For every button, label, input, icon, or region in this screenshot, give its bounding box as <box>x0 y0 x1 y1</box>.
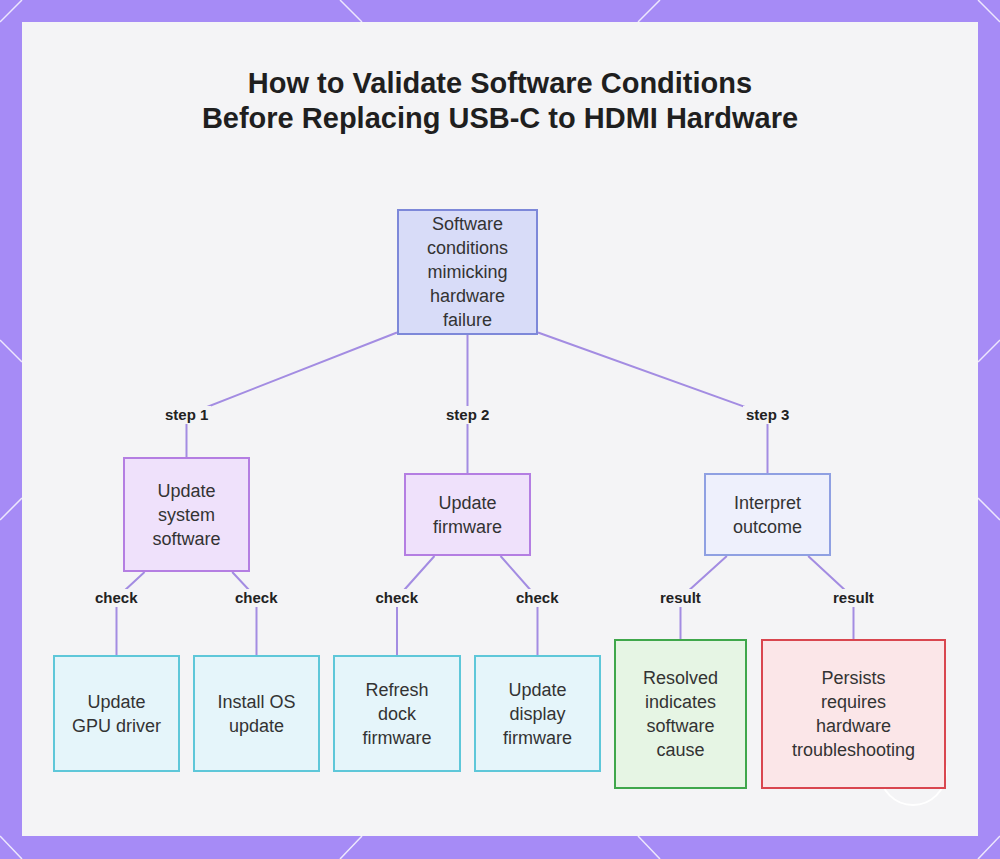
result-box: Persists requires hardware troubleshooti… <box>761 639 946 789</box>
node-text: Refresh dock firmware <box>346 678 448 750</box>
node-text: Update display firmware <box>487 678 588 750</box>
root-box: Software conditions mimicking hardware f… <box>397 209 538 335</box>
node-text: Update GPU driver <box>66 690 167 738</box>
edge-label: check <box>373 589 422 607</box>
connector-line <box>538 332 768 473</box>
connector-line <box>117 572 145 655</box>
step-box: Interpret outcome <box>704 473 831 556</box>
result-box: Resolved indicates software cause <box>614 639 747 789</box>
step-box: Update firmware <box>404 473 531 556</box>
check-box: Update display firmware <box>474 655 601 772</box>
edge-label: result <box>830 589 877 607</box>
connector-line <box>187 332 398 457</box>
node-text: Interpret outcome <box>717 491 818 539</box>
node-text: Software conditions mimicking hardware f… <box>407 212 528 332</box>
connector-line <box>232 572 256 655</box>
node-text: Update firmware <box>417 491 518 539</box>
check-box: Refresh dock firmware <box>333 655 461 772</box>
panel <box>22 22 978 836</box>
node-text: Install OS update <box>206 690 307 738</box>
diagram-title: How to Validate Software Conditions Befo… <box>200 66 800 136</box>
node-text: Update system software <box>136 479 237 551</box>
step-box: Update system software <box>123 457 250 572</box>
edge-label: check <box>92 589 141 607</box>
check-box: Update GPU driver <box>53 655 180 772</box>
edge-label: check <box>232 589 281 607</box>
check-box: Install OS update <box>193 655 320 772</box>
connector-line <box>467 335 469 473</box>
node-text: Resolved indicates software cause <box>627 666 734 762</box>
edge-label: step 3 <box>743 406 792 424</box>
edge-label: step 1 <box>162 406 211 424</box>
edge-label: step 2 <box>443 406 492 424</box>
edge-label: result <box>657 589 704 607</box>
node-text: Persists requires hardware troubleshooti… <box>791 666 916 762</box>
edge-label: check <box>513 589 562 607</box>
